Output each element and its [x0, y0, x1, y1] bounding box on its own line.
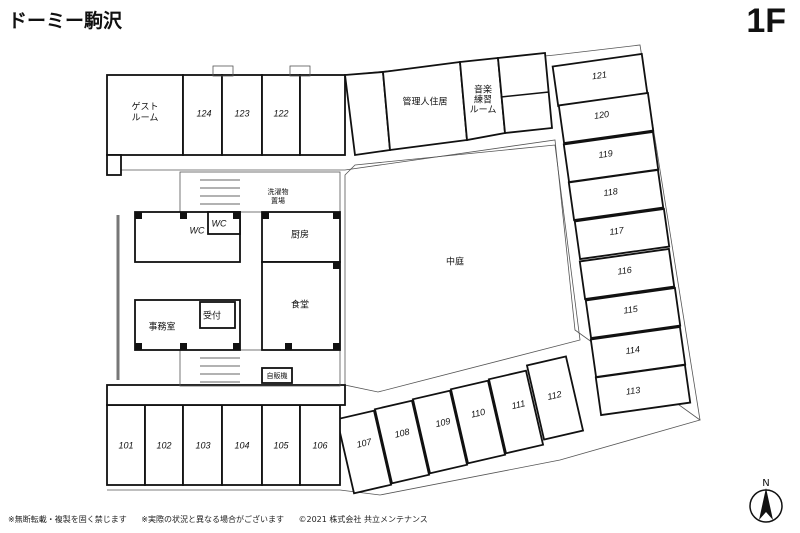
compass-north-label: N [762, 478, 769, 489]
east-wing: 121 120 119 118 117 116 115 114 113 [551, 52, 692, 417]
room-102: 102 [156, 440, 171, 450]
vending-machine: 自販機 [267, 371, 288, 380]
room-103: 103 [195, 440, 210, 450]
room-manager: 管理人住居 [402, 96, 447, 108]
room-104: 104 [234, 440, 249, 450]
room-111: 111 [511, 398, 527, 411]
room-112: 112 [546, 389, 562, 402]
property-title: ドーミー駒沢 [8, 10, 123, 32]
room-118: 118 [603, 186, 619, 198]
wc-2: WC [190, 225, 205, 235]
room-116: 116 [617, 265, 633, 277]
room-113: 113 [625, 385, 641, 397]
footer-note-reproduction: ※無断転載・複製を固く禁じます [8, 515, 127, 524]
room-124: 124 [196, 108, 211, 118]
room-120: 120 [593, 109, 609, 121]
room-122: 122 [273, 108, 288, 118]
footer: ※無断転載・複製を固く禁じます ※実際の状況と異なる場合がございます ©2021… [8, 514, 440, 525]
kitchen: 厨房 [291, 229, 309, 241]
room-117: 117 [609, 225, 626, 237]
room-110: 110 [470, 407, 486, 420]
room-101: 101 [118, 440, 133, 450]
floor-label: 1F [746, 2, 786, 40]
room-108: 108 [394, 427, 411, 440]
south-wing: 101 102 103 104 105 106 [106, 384, 346, 486]
room-107: 107 [356, 436, 374, 449]
central-block: 洗濯物 置場 WC WC 厨房 食堂 事務室 受付 自販機 [116, 171, 341, 387]
room-music-line1: 音楽 [474, 84, 492, 96]
room-115: 115 [623, 304, 640, 316]
north-wing: ゲスト ルーム 124 123 122 [106, 65, 346, 176]
room-123: 123 [234, 108, 249, 118]
room-105: 105 [273, 440, 289, 450]
room-121: 121 [591, 69, 607, 81]
footer-note-actual: ※実際の状況と異なる場合がございます [141, 515, 284, 524]
laundry-line1: 洗濯物 [268, 187, 289, 196]
room-114: 114 [625, 344, 641, 356]
room-music-line3: ルーム [470, 105, 497, 116]
room-guest-line1: ゲスト [131, 101, 158, 113]
reception: 受付 [203, 310, 221, 322]
north-east-wing: 管理人住居 音楽 練習 ルーム [343, 52, 553, 157]
room-119: 119 [598, 148, 614, 160]
office: 事務室 [148, 321, 175, 333]
south-east-wing: 112 111 110 109 108 107 [335, 355, 585, 495]
room-106: 106 [312, 440, 327, 450]
laundry-line2: 置場 [271, 196, 285, 205]
footer-copyright: ©2021 株式会社 共立メンテナンス [298, 515, 428, 524]
stairs [200, 179, 240, 383]
room-guest-line2: ルーム [132, 113, 159, 124]
courtyard-outline [344, 144, 581, 393]
courtyard: 中庭 [446, 256, 464, 268]
room-109: 109 [434, 416, 451, 429]
compass-icon: N [749, 478, 783, 523]
wc-1: WC [212, 218, 227, 228]
room-music-line2: 練習 [474, 94, 492, 106]
dining-hall: 食堂 [291, 299, 309, 311]
